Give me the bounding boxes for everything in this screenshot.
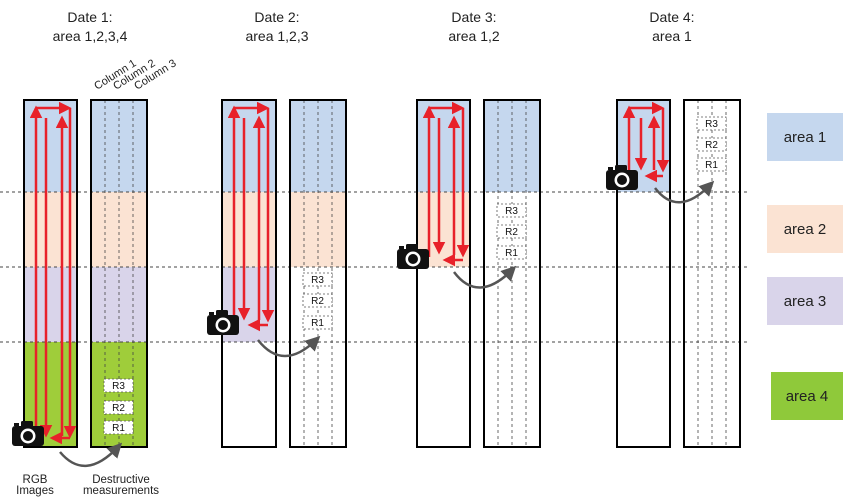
- row-group-date2: R3 R2 R1: [302, 272, 333, 330]
- date-3-title: Date 3:area 1,2: [448, 9, 500, 44]
- legend-area-2: area 2: [767, 205, 843, 253]
- row-labels: R3 R2 R1 R3 R2 R1 R3 R2 R1 R3 R2: [103, 116, 727, 435]
- row-group-date1: R3 R2 R1: [103, 378, 134, 435]
- strip-outlines: [23, 99, 741, 448]
- row-label: R2: [705, 140, 718, 151]
- row-label: R3: [112, 381, 125, 392]
- legend-label: area 2: [783, 220, 827, 238]
- row-label: R3: [705, 119, 718, 130]
- legend-area-4: area 4: [771, 372, 843, 420]
- legend-area-1: area 1: [767, 113, 843, 161]
- row-label: R1: [112, 423, 125, 434]
- legend-area-3: area 3: [767, 277, 843, 325]
- row-label: R3: [311, 275, 324, 286]
- column-labels: Column 1 Column 2 Column 3: [92, 57, 178, 92]
- transfer-arrows: [59, 180, 715, 468]
- row-group-date4: R3 R2 R1: [696, 116, 727, 172]
- date-2-title: Date 2:area 1,2,3: [245, 9, 309, 44]
- row-label: R1: [311, 318, 324, 329]
- date-4-title: Date 4:area 1: [649, 9, 695, 44]
- legend-label: area 4: [785, 387, 829, 405]
- row-label: R1: [505, 248, 518, 259]
- row-label: R3: [505, 206, 518, 217]
- legend-label: area 3: [783, 292, 827, 310]
- row-label: R2: [311, 296, 324, 307]
- row-label: R1: [705, 160, 718, 171]
- area-separators: [0, 191, 748, 343]
- row-label: R2: [505, 227, 518, 238]
- legend-label: area 1: [783, 128, 827, 146]
- row-label: R2: [112, 403, 125, 414]
- row-group-date3: R3 R2 R1: [496, 203, 527, 260]
- date-1-title: Date 1:area 1,2,3,4: [52, 9, 128, 44]
- rgb-paths: [29, 101, 670, 445]
